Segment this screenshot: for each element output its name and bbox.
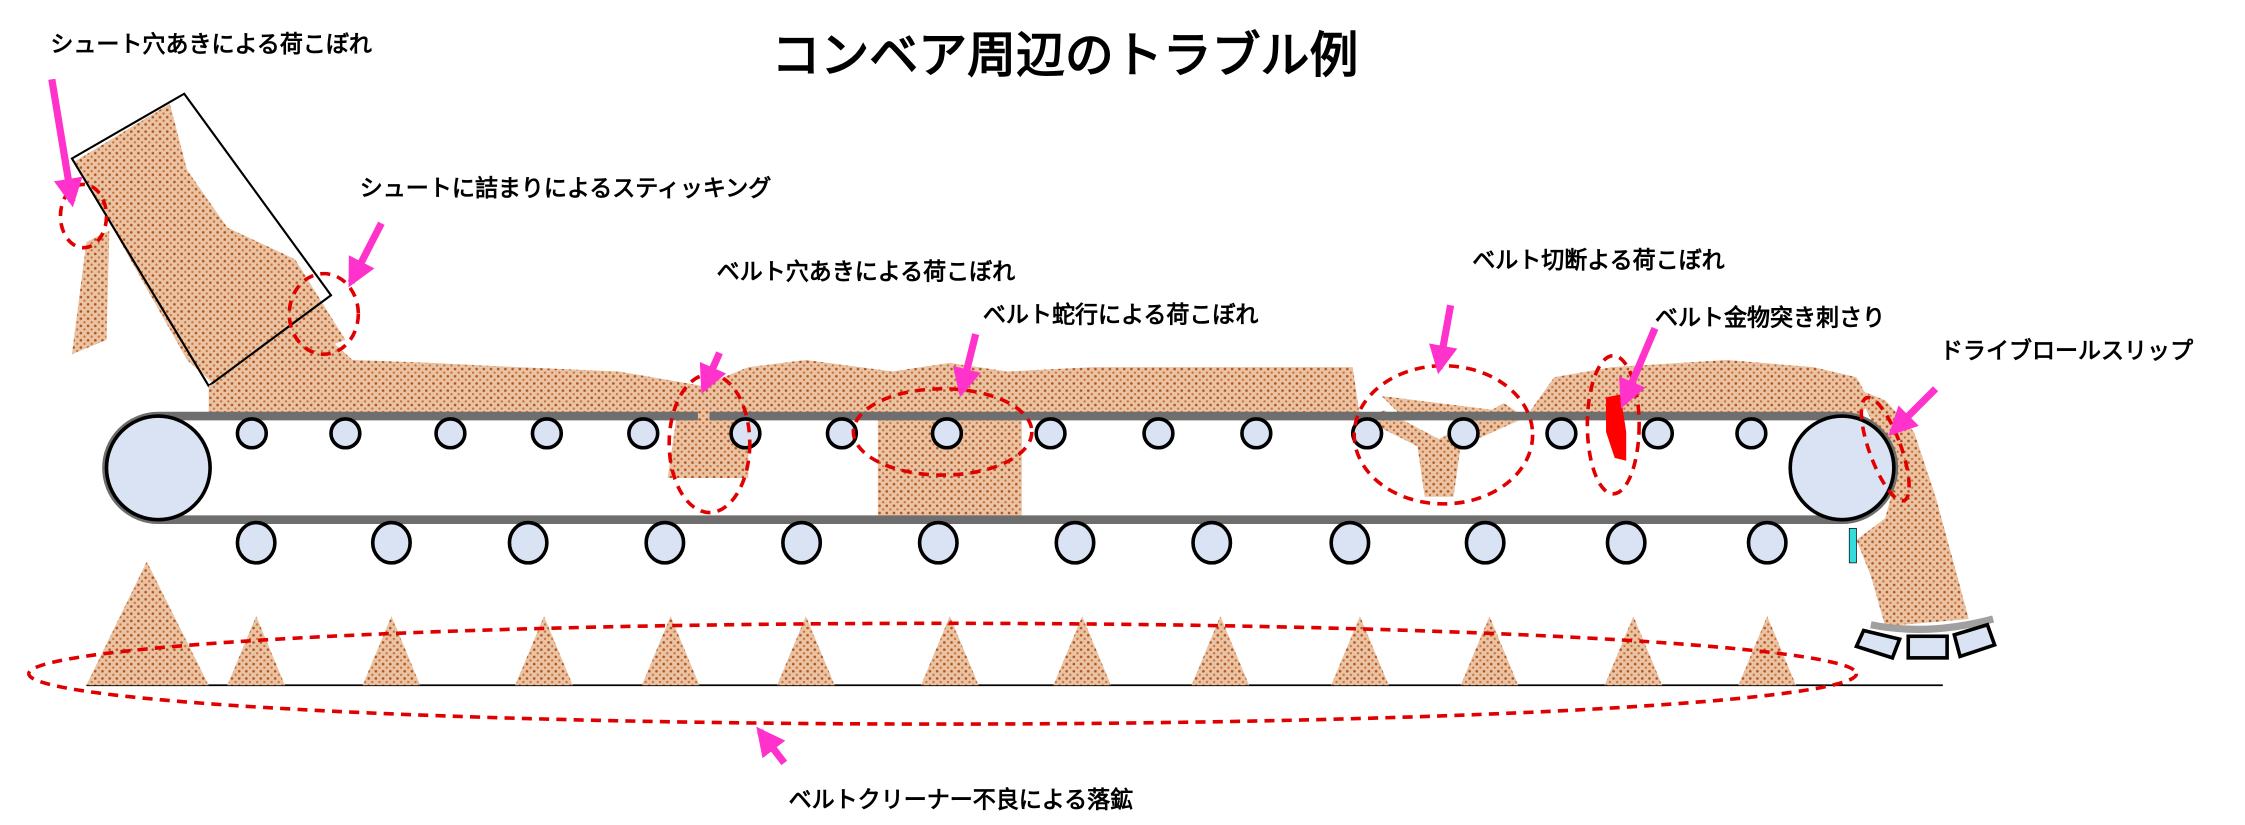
diagram-title: コンベア周辺のトラブル例 xyxy=(771,27,1358,84)
ore-pile xyxy=(227,616,285,686)
return-idler xyxy=(1605,520,1647,565)
fallen-ore-piles xyxy=(86,561,1796,686)
carry-idler xyxy=(1545,417,1578,450)
label-belt-cleaner: ベルトクリーナー不良による落鉱 xyxy=(789,787,1134,814)
label-belt-hole: ベルト穴あきによる荷こぼれ xyxy=(717,258,1016,285)
carry-idler xyxy=(1142,417,1175,450)
carry-idler xyxy=(530,417,564,450)
ore-pile xyxy=(1604,616,1663,686)
carry-idlers xyxy=(235,417,1768,450)
carry-idler xyxy=(1240,417,1273,450)
tail-pulley xyxy=(104,414,212,522)
return-idler xyxy=(507,520,549,565)
chute-spill xyxy=(71,230,110,355)
highlight-rings xyxy=(26,182,1911,726)
label-belt-cut: ベルト切断よる荷こぼれ xyxy=(1472,247,1724,274)
return-idler xyxy=(644,520,686,565)
return-idler xyxy=(370,520,412,565)
return-idler xyxy=(1464,520,1506,565)
carry-idler xyxy=(235,417,269,450)
belt-material xyxy=(208,334,1969,627)
ore-pile xyxy=(1331,616,1389,686)
carry-idler xyxy=(930,417,964,450)
ore-pile xyxy=(1053,616,1111,686)
carry-idler xyxy=(627,417,660,450)
discharge-buckets xyxy=(1853,615,1997,661)
return-idler xyxy=(1054,520,1096,565)
carry-idler xyxy=(729,417,762,450)
label-chute-sticking: シュートに詰まりによるスティッキング xyxy=(360,175,772,202)
ore-pile xyxy=(515,616,573,686)
ore-pile xyxy=(1460,616,1519,686)
carry-idler xyxy=(1735,417,1768,450)
carry-idler xyxy=(329,417,362,450)
carry-idler xyxy=(1447,417,1480,450)
ore-pile xyxy=(1191,616,1250,686)
ore-pile xyxy=(362,616,421,686)
conveyor-belt xyxy=(102,411,1899,525)
carry-idler xyxy=(434,417,467,450)
label-belt-meander: ベルト蛇行による荷こぼれ xyxy=(983,302,1258,329)
return-idler xyxy=(917,520,959,565)
metal-piece xyxy=(1606,394,1627,461)
carry-idler xyxy=(1034,417,1067,450)
label-drive-slip: ドライブロールスリップ xyxy=(1940,338,2194,365)
ore-pile xyxy=(641,616,700,686)
chute xyxy=(70,92,346,388)
carry-idler xyxy=(825,417,859,450)
return-idler xyxy=(1746,520,1788,565)
drive-pulley xyxy=(1788,414,1896,522)
belt-scraper xyxy=(1848,527,1857,564)
return-idler xyxy=(1329,520,1371,565)
ore-pile xyxy=(921,616,979,686)
carry-idler xyxy=(1641,417,1675,450)
label-belt-metal: ベルト金物突き刺さり xyxy=(1655,304,1885,331)
return-idler xyxy=(781,520,823,565)
return-idler xyxy=(1191,520,1233,565)
return-idler xyxy=(235,520,277,565)
ore-pile xyxy=(777,616,835,686)
return-idlers xyxy=(235,520,1788,565)
label-chute-hole: シュート穴あきによる荷こぼれ xyxy=(50,31,372,58)
callout-arrows xyxy=(48,78,1939,766)
